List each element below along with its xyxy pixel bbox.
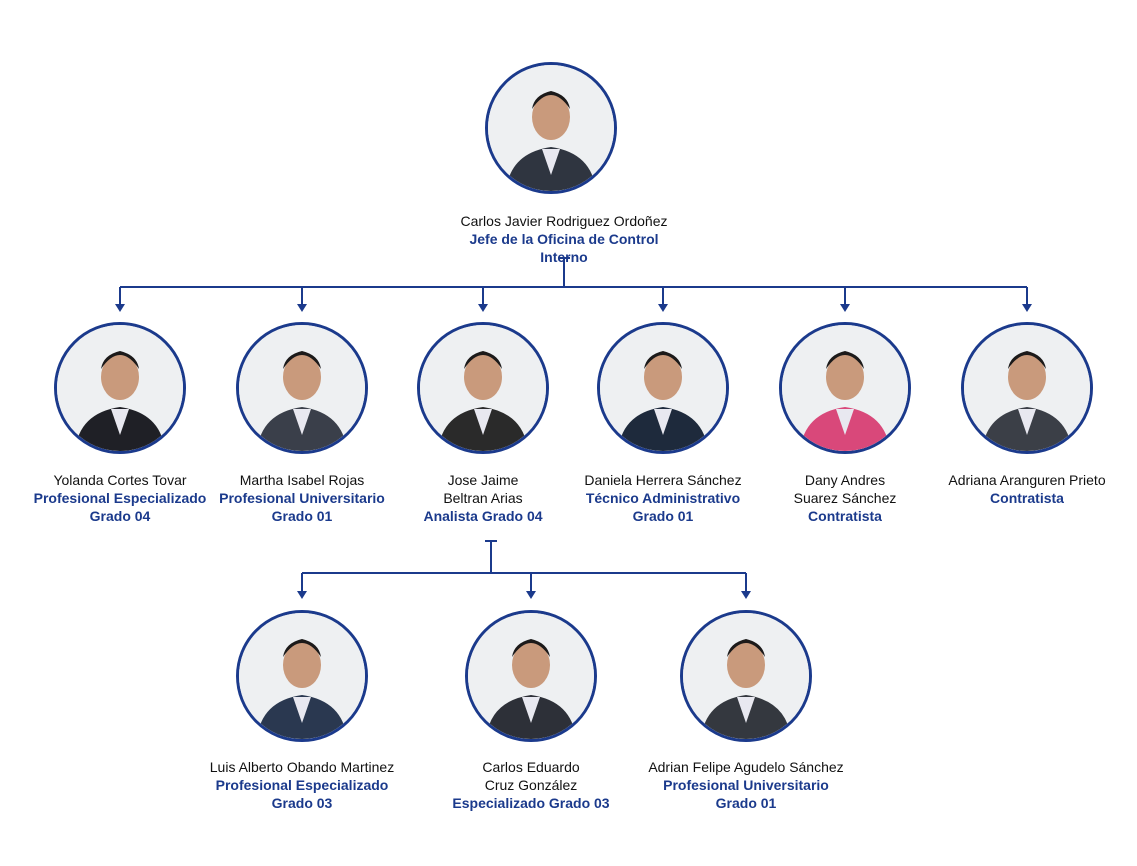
person-role: Profesional Universitario xyxy=(663,777,829,793)
person-name: Carlos Eduardo xyxy=(482,759,580,775)
person-role: Grado 03 xyxy=(271,795,333,811)
person-name: Martha Isabel Rojas xyxy=(239,472,365,488)
person-role: Contratista xyxy=(990,490,1064,506)
person-name: Beltran Arias xyxy=(443,490,523,506)
person-avatar-icon xyxy=(683,613,809,739)
person-role: Técnico Administrativo xyxy=(585,490,741,506)
profile-photo xyxy=(465,610,597,742)
profile-photo xyxy=(417,322,549,454)
profile-photo xyxy=(236,322,368,454)
person-role: Profesional Universitario xyxy=(219,490,385,506)
profile-photo xyxy=(236,610,368,742)
arrow-head-icon xyxy=(297,304,307,312)
person-avatar-icon xyxy=(964,325,1090,451)
person-name: Adrian Felipe Agudelo Sánchez xyxy=(648,759,844,775)
person-role: Profesional Especializado xyxy=(33,490,207,506)
profile-photo xyxy=(597,322,729,454)
person-name: Daniela Herrera Sánchez xyxy=(584,472,742,488)
person-avatar-icon xyxy=(488,65,614,191)
profile-photo xyxy=(485,62,617,194)
profile-photo xyxy=(961,322,1093,454)
person-role: Grado 01 xyxy=(271,508,333,524)
arrow-head-icon xyxy=(840,304,850,312)
person-role: Grado 01 xyxy=(632,508,694,524)
person-role: Contratista xyxy=(808,508,882,524)
person-name: Yolanda Cortes Tovar xyxy=(53,472,187,488)
person-role: Analista Grado 04 xyxy=(423,508,543,524)
person-avatar-icon xyxy=(600,325,726,451)
person-name: Dany Andres xyxy=(804,472,886,488)
person-name: Luis Alberto Obando Martinez xyxy=(209,759,395,775)
person-name: Jose Jaime xyxy=(447,472,519,488)
person-name: Carlos Javier Rodriguez Ordoñez xyxy=(460,213,668,229)
person-avatar-icon xyxy=(239,325,365,451)
person-avatar-icon xyxy=(782,325,908,451)
profile-photo xyxy=(779,322,911,454)
person-role: Profesional Especializado xyxy=(215,777,389,793)
person-avatar-icon xyxy=(239,613,365,739)
person-avatar-icon xyxy=(468,613,594,739)
person-role: Especializado Grado 03 xyxy=(452,795,610,811)
arrow-head-icon xyxy=(526,591,536,599)
person-name: Adriana Aranguren Prieto xyxy=(948,472,1106,488)
arrow-head-icon xyxy=(115,304,125,312)
profile-photo xyxy=(680,610,812,742)
arrow-head-icon xyxy=(478,304,488,312)
profile-photo xyxy=(54,322,186,454)
person-name: Suarez Sánchez xyxy=(793,490,897,506)
person-name: Cruz González xyxy=(484,777,578,793)
arrow-head-icon xyxy=(1022,304,1032,312)
person-avatar-icon xyxy=(57,325,183,451)
arrow-head-icon xyxy=(297,591,307,599)
arrow-head-icon xyxy=(658,304,668,312)
person-role: Jefe de la Oficina de Control Interno xyxy=(469,231,659,265)
arrow-head-icon xyxy=(741,591,751,599)
person-role: Grado 04 xyxy=(89,508,151,524)
person-role: Grado 01 xyxy=(715,795,777,811)
person-avatar-icon xyxy=(420,325,546,451)
